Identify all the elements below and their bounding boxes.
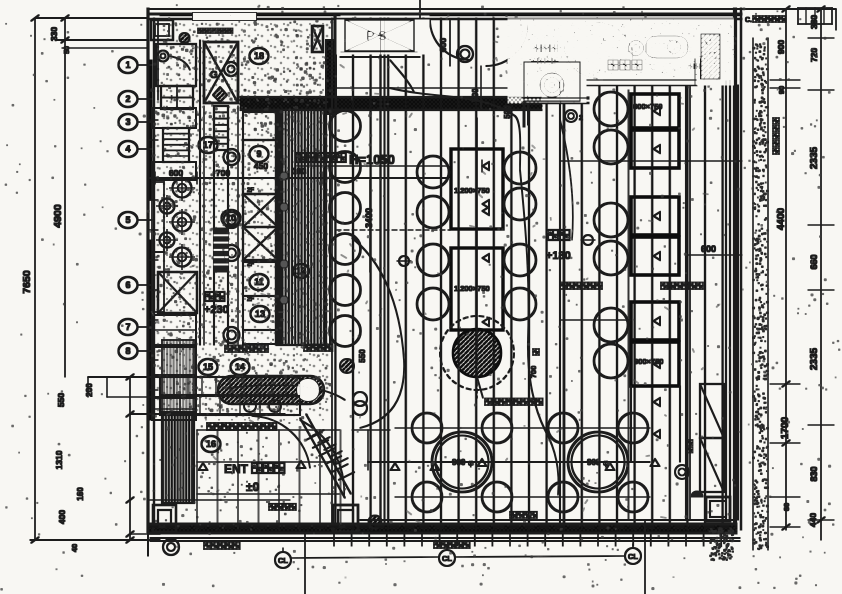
svg-text:+230: +230 (204, 304, 229, 316)
svg-text:CL: CL (628, 552, 638, 561)
svg-text:2F: 2F (247, 188, 254, 194)
svg-text:G: G (210, 70, 218, 81)
svg-text:8: 8 (125, 346, 130, 356)
svg-text:2F: 2F (247, 262, 254, 268)
svg-text:5: 5 (125, 215, 130, 225)
svg-text:±0: ±0 (246, 480, 260, 494)
svg-text:200: 200 (85, 383, 94, 397)
svg-text:6: 6 (125, 280, 130, 290)
svg-text:+: + (169, 93, 174, 103)
svg-text:1310: 1310 (54, 450, 64, 469)
svg-text:16: 16 (206, 439, 216, 449)
svg-text:3: 3 (125, 117, 130, 127)
svg-text:1.200×750: 1.200×750 (454, 186, 490, 195)
svg-text:14: 14 (235, 362, 245, 372)
svg-text:900: 900 (587, 458, 601, 467)
svg-text:C.: C. (745, 17, 752, 24)
svg-text:700: 700 (216, 168, 230, 178)
svg-text:15: 15 (203, 362, 213, 372)
svg-text:450: 450 (254, 161, 268, 171)
svg-text:4: 4 (125, 144, 130, 154)
svg-text:1.200×750: 1.200×750 (454, 284, 490, 293)
svg-text:90: 90 (777, 86, 786, 94)
svg-text:10: 10 (226, 213, 236, 223)
svg-text:13: 13 (255, 309, 265, 319)
svg-text:2: 2 (579, 115, 583, 122)
svg-text:4400: 4400 (776, 207, 787, 230)
svg-text:380: 380 (809, 15, 819, 29)
svg-text:440: 440 (808, 513, 818, 527)
svg-text:2335: 2335 (809, 146, 820, 169)
svg-text:600×750: 600×750 (633, 102, 662, 111)
svg-text:900: 900 (776, 40, 786, 54)
svg-text:7: 7 (125, 322, 130, 332)
svg-text:2: 2 (125, 94, 130, 104)
svg-text:1: 1 (125, 60, 130, 70)
svg-text:+180: +180 (546, 250, 571, 262)
svg-text:CL: CL (442, 554, 452, 563)
svg-text:18: 18 (254, 51, 264, 61)
svg-text:100: 100 (292, 166, 306, 176)
svg-text:7650: 7650 (21, 270, 33, 294)
svg-text:600: 600 (169, 168, 183, 178)
svg-text:700: 700 (529, 366, 538, 379)
svg-text:H=1050: H=1050 (349, 152, 395, 167)
svg-text:330: 330 (49, 27, 59, 41)
svg-text:830: 830 (809, 466, 819, 481)
svg-text:ENT: ENT (224, 462, 249, 476)
svg-text:2335: 2335 (809, 347, 820, 370)
svg-text:720: 720 (809, 48, 819, 62)
svg-text:900: 900 (452, 458, 466, 467)
svg-text:2F: 2F (247, 297, 254, 303)
svg-text:160: 160 (76, 487, 85, 501)
svg-text:400: 400 (57, 510, 67, 524)
svg-text:9: 9 (256, 149, 261, 159)
svg-text:500: 500 (471, 88, 480, 102)
svg-text:3400: 3400 (364, 208, 374, 228)
svg-text:40: 40 (70, 544, 79, 552)
svg-text:50: 50 (64, 46, 71, 54)
svg-text:600: 600 (701, 244, 716, 254)
svg-text:60: 60 (782, 503, 791, 511)
svg-text:P S: P S (366, 28, 387, 43)
svg-text:CL: CL (278, 556, 288, 565)
svg-text:φ: φ (468, 458, 474, 468)
svg-text:1700: 1700 (780, 416, 791, 439)
svg-text:900×750: 900×750 (634, 357, 663, 366)
svg-text:17: 17 (203, 140, 213, 150)
svg-text:4900: 4900 (52, 204, 64, 228)
svg-text:550: 550 (358, 349, 367, 363)
svg-text:600: 600 (438, 38, 448, 52)
svg-text:660: 660 (809, 254, 819, 269)
svg-text:550: 550 (56, 393, 66, 407)
svg-text:12: 12 (296, 266, 306, 276)
svg-text:φ: φ (603, 458, 609, 468)
